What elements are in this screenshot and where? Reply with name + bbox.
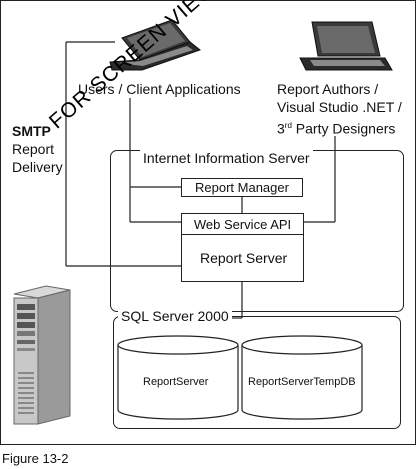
database-cylinder-icon [117, 335, 239, 420]
authors-label-line3: 3rd Party Designers [277, 120, 396, 137]
sql-title: SQL Server 2000 [118, 308, 232, 324]
authors-label-line2: Visual Studio .NET / [277, 99, 402, 115]
server-tower-icon [13, 285, 71, 425]
laptop-icon [109, 19, 202, 71]
laptop-icon [299, 21, 393, 71]
sql-panel [113, 316, 401, 429]
smtp-line3: Delivery [12, 159, 63, 175]
report-server-label: Report Server [200, 250, 288, 266]
figure-caption: Figure 13-2 [2, 451, 69, 466]
diagram-frame [0, 0, 416, 445]
smtp-title: SMTP [12, 123, 51, 139]
users-label: Users / Client Applications [78, 81, 241, 97]
db-reportservertempdb-label: ReportServerTempDB [248, 376, 356, 388]
report-manager-box: Report Manager [181, 178, 303, 197]
iis-title: Internet Information Server [140, 150, 313, 166]
authors-label-line1: Report Authors / [277, 81, 379, 97]
db-reportserver-label: ReportServer [143, 376, 209, 388]
web-service-api-box: Web Service API [181, 213, 304, 235]
database-cylinder-icon [241, 335, 363, 420]
smtp-line2: Report [12, 141, 55, 157]
